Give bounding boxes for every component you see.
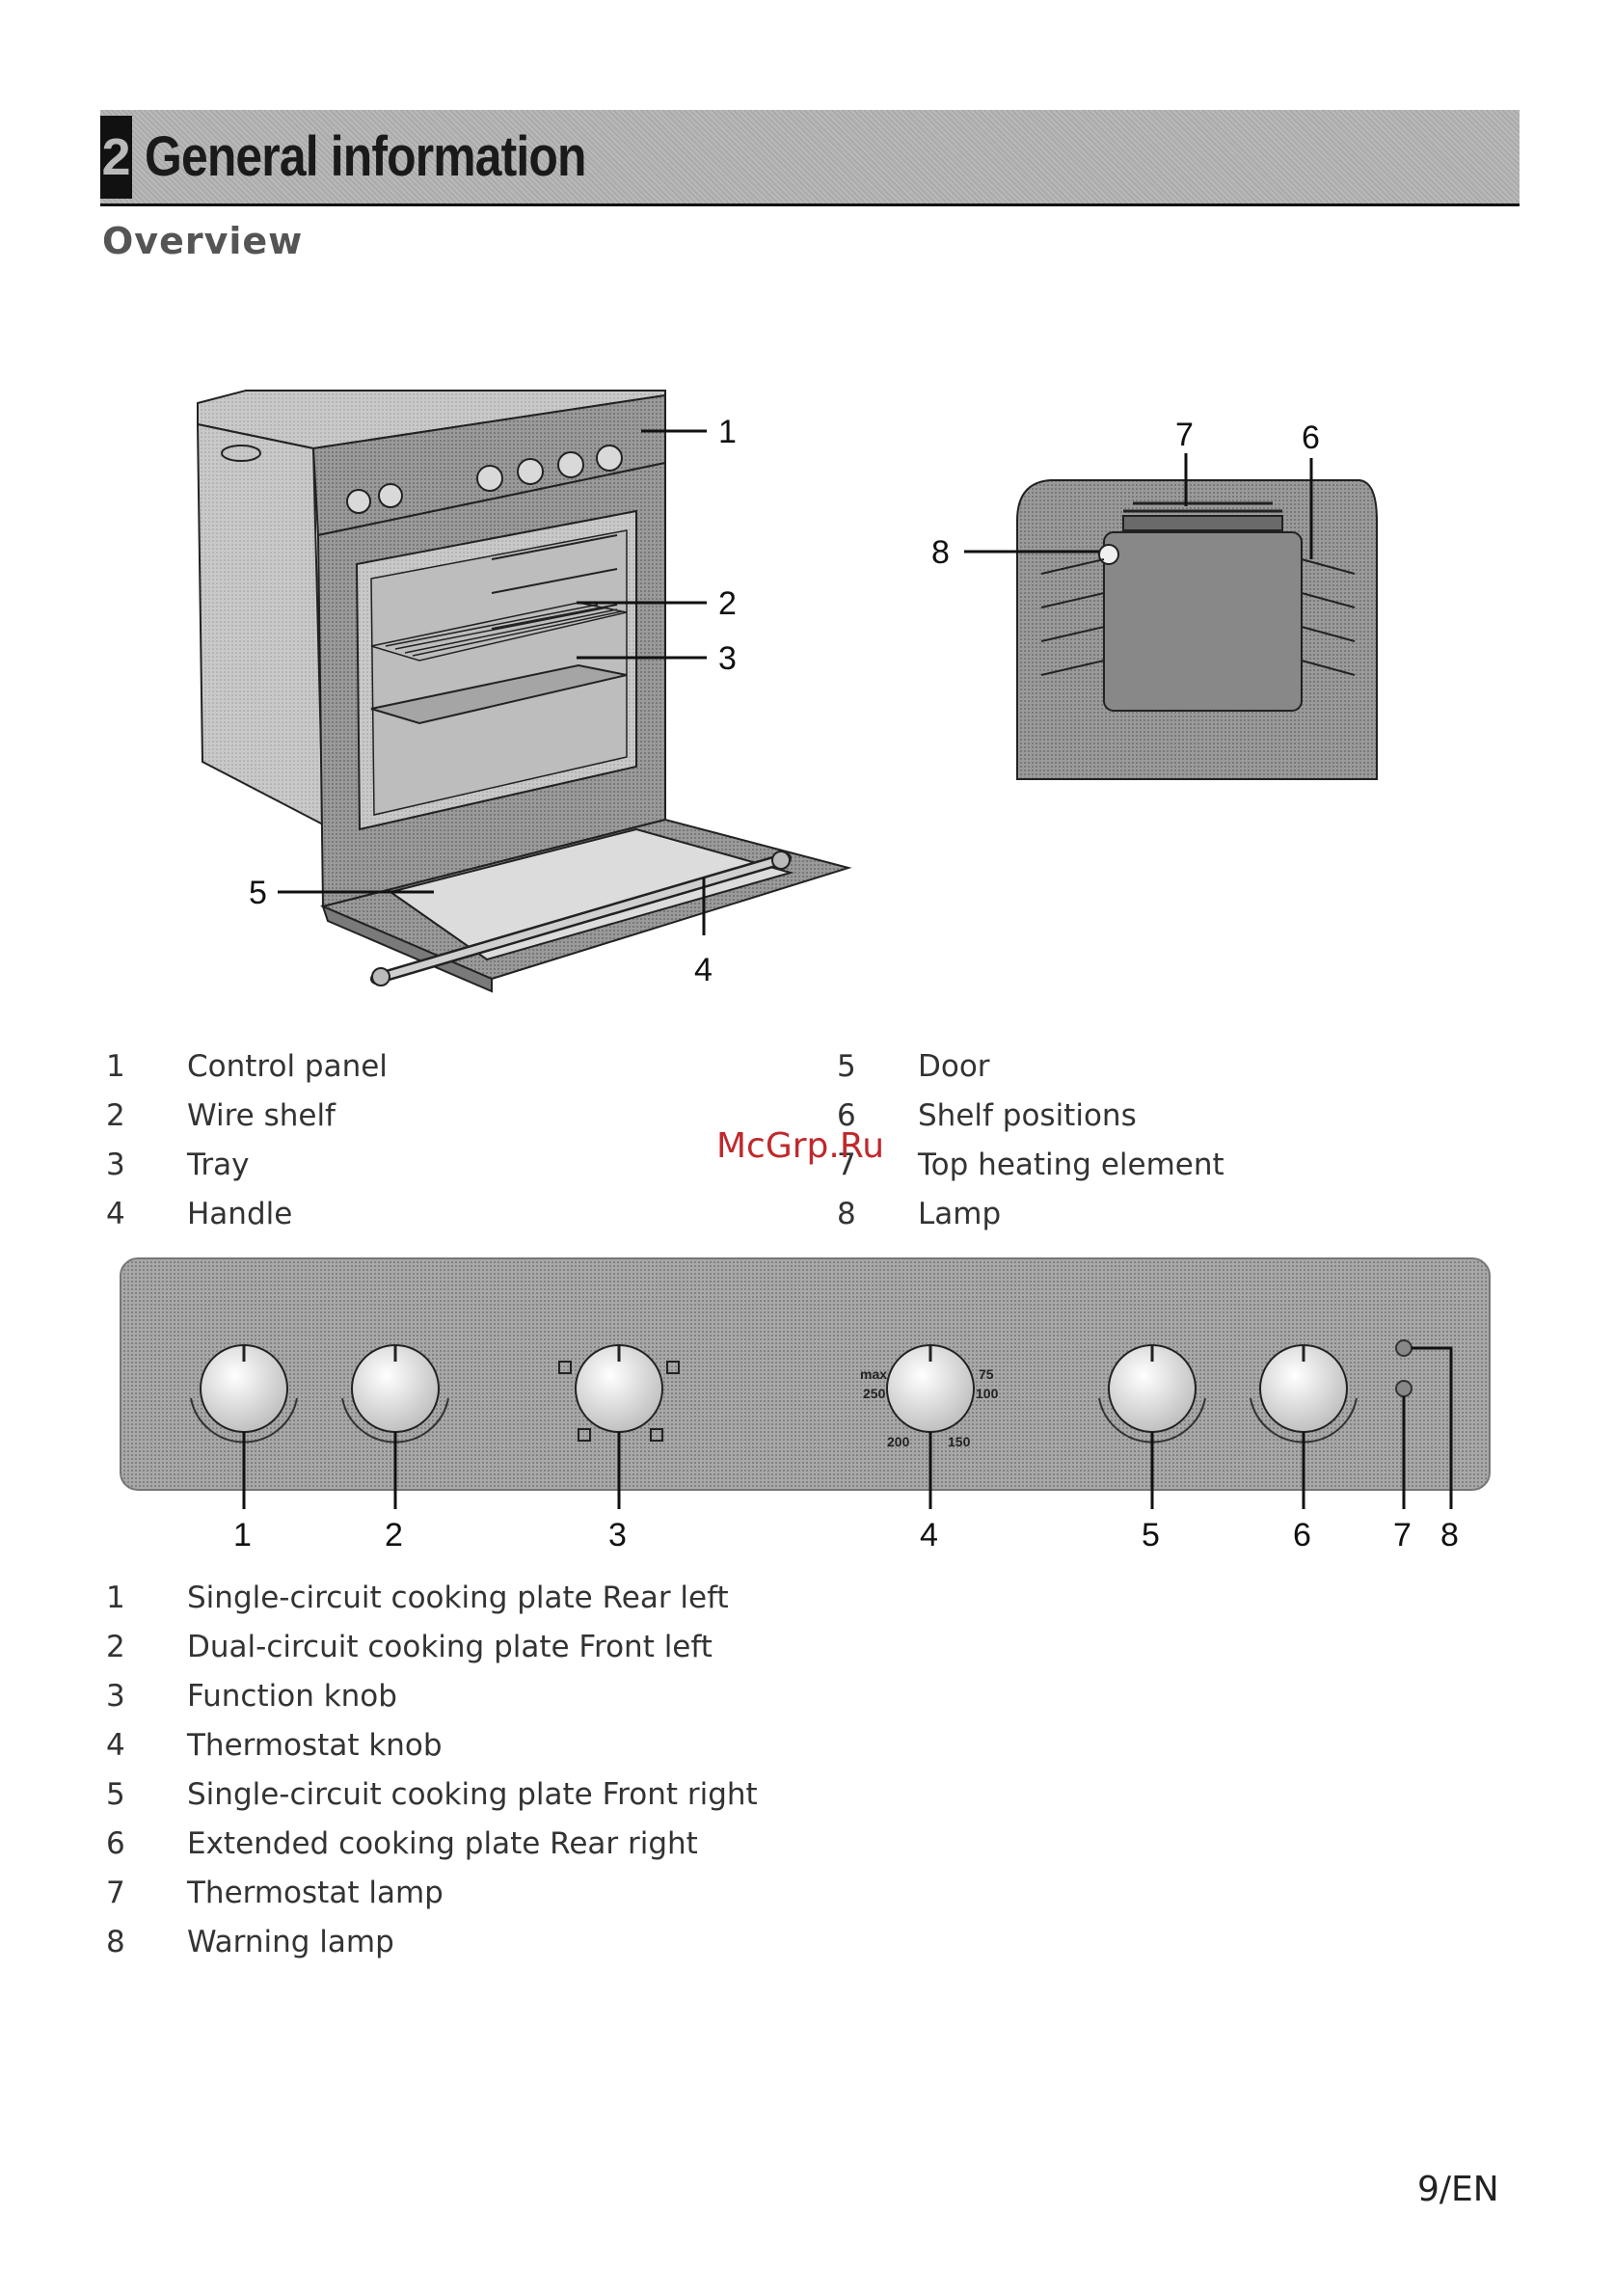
panel-callout-8: 8 [1440, 1517, 1459, 1553]
panel-callout-5: 5 [1142, 1517, 1160, 1553]
panel-callout-1: 1 [233, 1517, 252, 1553]
oven-interior-illustration: 7 6 8 [931, 417, 1378, 780]
warning-lamp [1395, 1380, 1412, 1397]
thermostat-scale-max: max [860, 1366, 887, 1382]
interior-callout-7: 7 [1175, 417, 1194, 453]
section-title: Overview [102, 220, 304, 262]
interior-callout-6: 6 [1302, 419, 1320, 456]
thermostat-scale-250: 250 [863, 1386, 886, 1401]
control-panel-illustration: max 250 200 150 100 75 1 2 3 4 5 6 7 8 [120, 1257, 1491, 1553]
interior-callout-8: 8 [931, 534, 950, 571]
oven-callout-3: 3 [718, 640, 737, 677]
chapter-header-bar [100, 110, 1520, 203]
header-rule [100, 203, 1520, 206]
thermostat-lamp [1395, 1339, 1412, 1357]
shelf-rails [1040, 558, 1356, 676]
oven-side [196, 422, 325, 826]
thermostat-scale-150: 150 [948, 1434, 971, 1449]
door-glass [388, 827, 794, 961]
panel-callout-6: 6 [1293, 1517, 1311, 1553]
oven-illustration: 1 2 3 4 5 [196, 390, 852, 993]
oven-callout-5: 5 [249, 875, 267, 911]
watermark: McGrp.Ru [716, 1126, 885, 1166]
wire-shelf [370, 602, 628, 662]
chapter-number: 2 [100, 116, 132, 199]
chapter-title: General information [145, 125, 586, 188]
oven-callout-1: 1 [718, 414, 737, 450]
thermostat-scale-75: 75 [979, 1366, 994, 1382]
door-handle [370, 851, 792, 986]
oven-callout-2: 2 [718, 585, 737, 622]
tray [370, 663, 628, 725]
panel-callout-3: 3 [608, 1517, 627, 1553]
thermostat-scale-200: 200 [887, 1434, 910, 1449]
panel-callout-7: 7 [1393, 1517, 1412, 1553]
page-number: 9/EN [1417, 2170, 1499, 2209]
panel-callout-2: 2 [385, 1517, 403, 1553]
thermostat-scale-100: 100 [976, 1386, 999, 1401]
interior-lamp [1098, 544, 1119, 565]
top-heating-element [1123, 501, 1282, 513]
interior-back-wall [1103, 531, 1303, 712]
panel-callout-4: 4 [920, 1517, 938, 1553]
oven-callout-4: 4 [694, 952, 713, 988]
